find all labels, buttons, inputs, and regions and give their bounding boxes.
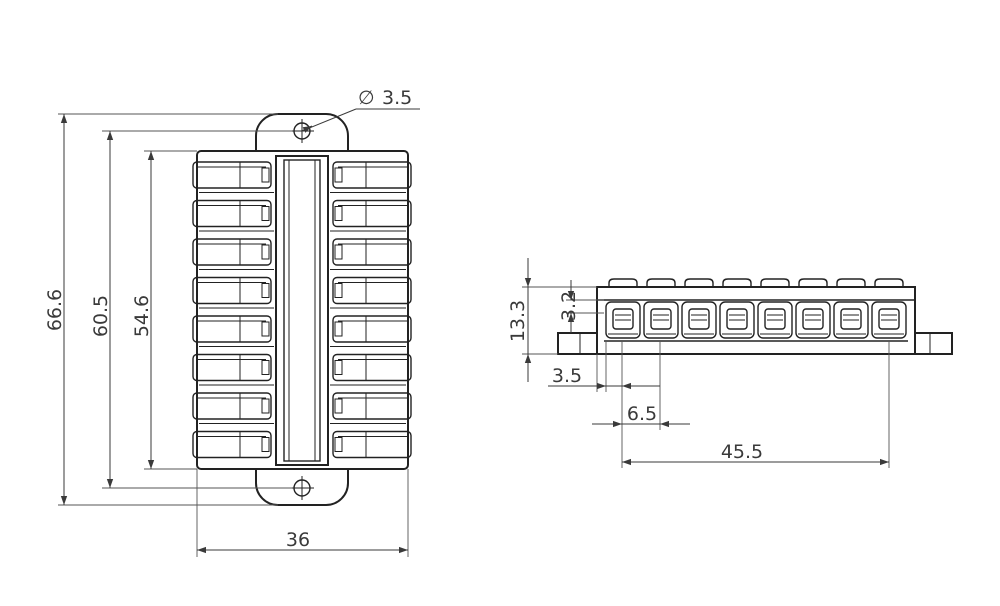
height-label: 13.3: [507, 300, 529, 342]
span-label: 45.5: [721, 441, 763, 463]
hole-diameter-dimension: ∅ 3.5: [301, 87, 420, 133]
lever-row: [192, 192, 412, 228]
lever-row: [192, 346, 412, 382]
side-view: 13.3 3.2 3.5 6.5: [507, 258, 953, 468]
edge-offset-dimension: 3.5: [548, 365, 660, 390]
side-lever-unit: [605, 278, 641, 339]
overall-length-dimension: 66.6: [44, 114, 68, 505]
hole-diameter-label: 3.5: [382, 87, 412, 109]
hole-spacing-label: 60.5: [90, 295, 112, 337]
pitch-dimension: 6.5: [592, 403, 690, 428]
body-length-label: 54.6: [131, 295, 153, 337]
lever-row: [192, 423, 412, 459]
side-lever-unit: [833, 278, 869, 339]
side-lever-units: [605, 278, 907, 339]
lever-row: [192, 307, 412, 343]
side-lever-unit: [795, 278, 831, 339]
side-lever-unit: [681, 278, 717, 339]
top-height-label: 3.2: [558, 291, 580, 321]
height-dimension: 13.3: [507, 258, 532, 382]
body-length-dimension: 54.6: [131, 151, 155, 469]
hole-spacing-dimension: 60.5: [90, 131, 114, 488]
front-view: ∅ 3.5 66.6 60.5 54.6 36: [44, 87, 420, 557]
side-lever-unit: [719, 278, 755, 339]
lever-row: [192, 161, 412, 189]
edge-offset-label: 3.5: [552, 365, 582, 387]
lever-rows: [192, 161, 412, 459]
lever-row: [192, 269, 412, 305]
diameter-symbol: ∅: [358, 87, 375, 109]
pitch-label: 6.5: [627, 403, 657, 425]
top-height-dimension: 3.2: [558, 280, 580, 333]
side-lever-unit: [871, 278, 907, 339]
width-dimension: 36: [196, 469, 409, 557]
span-dimension: 45.5: [622, 441, 889, 466]
overall-length-label: 66.6: [44, 289, 66, 331]
side-lever-unit: [757, 278, 793, 339]
lever-row: [192, 384, 412, 420]
side-lever-unit: [643, 278, 679, 339]
side-body: [596, 286, 916, 355]
lever-row: [192, 230, 412, 266]
width-label: 36: [286, 529, 310, 551]
